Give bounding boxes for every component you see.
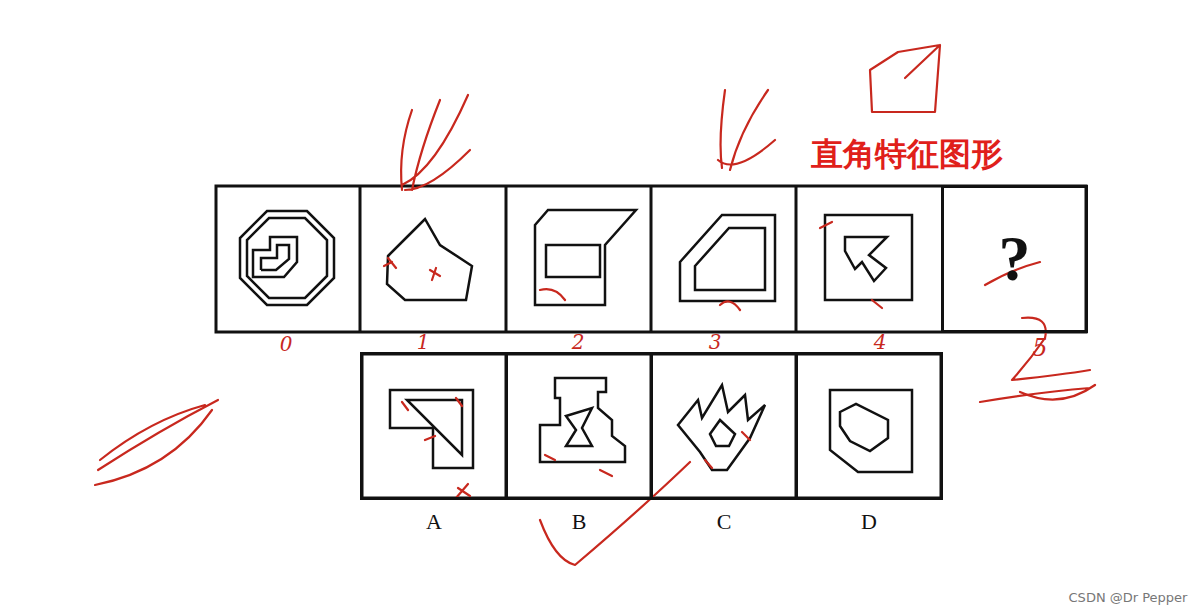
- cell-divider: [360, 186, 796, 332]
- option-letter: C: [717, 509, 732, 535]
- handwritten-number: 3: [709, 330, 722, 354]
- arrow-figure: [845, 237, 887, 281]
- tick-mark: [384, 222, 882, 498]
- polygon-figure: [387, 219, 472, 300]
- hexagon-figure: [840, 404, 888, 451]
- octagon-figure: [247, 218, 327, 298]
- cut-square-figure: [830, 390, 912, 472]
- option-cell: C: [650, 352, 798, 500]
- handwritten-number: 2: [572, 330, 585, 354]
- inner-figure: [710, 420, 735, 446]
- chevron-figure: [566, 408, 592, 446]
- annotation-sketch: [870, 45, 940, 112]
- handwritten-number: 4: [874, 330, 887, 354]
- watermark: CSDN @Dr Pepper: [1069, 590, 1188, 605]
- question-cell: ?: [941, 185, 1088, 333]
- option-cell: B: [505, 352, 653, 500]
- annotation-title: 直角特征图形: [811, 133, 1003, 177]
- tick-mark: [402, 398, 750, 476]
- option-cell: A: [360, 352, 508, 500]
- annotation-arrow: [718, 90, 775, 170]
- option-letter: D: [861, 509, 877, 535]
- flame-figure: [678, 385, 765, 470]
- option-letter: B: [572, 509, 587, 535]
- inner-figure: [261, 245, 289, 270]
- cut-corner-figure: [695, 228, 765, 290]
- option-cell: D: [795, 352, 943, 500]
- flag-figure: [535, 210, 636, 305]
- cut-corner-figure: [680, 215, 775, 301]
- inner-figure: [253, 237, 297, 277]
- annotation-arrow: [401, 95, 470, 190]
- inner-rect: [546, 245, 600, 277]
- octagon-figure: [240, 211, 334, 305]
- handwritten-number: 5: [1032, 334, 1047, 362]
- annotation-arrow: [95, 400, 218, 485]
- option-letter: A: [426, 509, 442, 535]
- complex-figure: [540, 378, 625, 462]
- square-figure: [825, 215, 912, 300]
- top-row-frame: [216, 186, 1086, 332]
- question-mark: ?: [999, 222, 1031, 296]
- check-mark: [540, 462, 690, 565]
- handwritten-number: 1: [417, 330, 430, 354]
- triangle-figure: [407, 400, 462, 455]
- handwritten-number: 0: [280, 332, 293, 356]
